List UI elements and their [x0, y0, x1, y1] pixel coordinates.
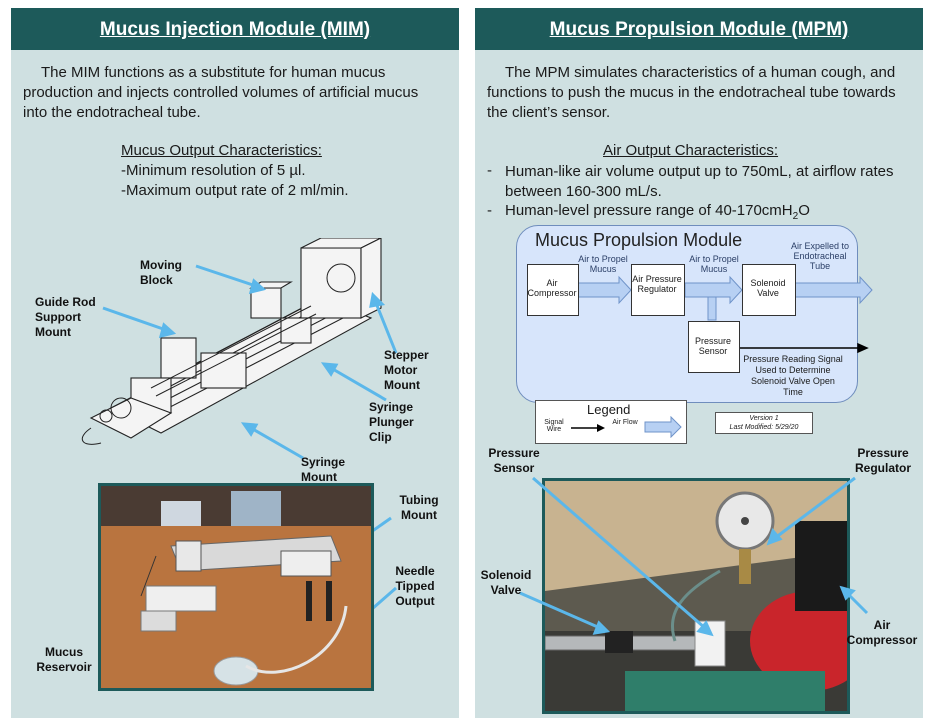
mpm-bullet-2-marker: -: [487, 202, 492, 219]
pressure-sensor-box: [688, 321, 740, 373]
version-box: Version 1 Last Modified: 5/29/20: [715, 412, 813, 434]
label-air-compressor: Air Compressor: [846, 618, 918, 647]
mpm-title: Mucus Propulsion Module (MPM): [549, 19, 849, 40]
legend-signal-wire: Signal Wire: [544, 419, 564, 433]
mim-char-title: Mucus Output Characteristics:: [121, 142, 322, 159]
label-needle-tipped-output: Needle Tipped Output: [395, 564, 435, 608]
mpm-photo-scene: [545, 481, 847, 711]
mim-photo: [98, 483, 374, 691]
mpm-intro: The MPM simulates characteristics of a h…: [487, 64, 896, 121]
label-syringe-mount: Syringe Mount: [301, 455, 346, 484]
label-solenoid-valve: Solenoid Valve: [480, 568, 532, 597]
legend-title: Legend: [587, 402, 631, 417]
last-modified-text: Last Modified: 5/29/20: [729, 424, 799, 431]
mim-char-item-2: -Maximum output rate of 2 ml/min.: [121, 182, 349, 199]
diagram-air-expelled: Air Expelled to Endotracheal Tube: [790, 241, 850, 271]
mpm-char-item-2: Human-level pressure range of 40-170cmH2…: [505, 202, 810, 222]
solenoid-valve-box: [742, 264, 796, 316]
mpm-char-item-1: Human-like air volume output up to 750mL…: [505, 163, 894, 200]
mim-photo-scene: [101, 486, 371, 688]
diagram-pressure-sensor: Pressure Sensor: [694, 336, 731, 356]
version-text: Version 1: [749, 415, 779, 422]
label-pressure-sensor: Pressure Sensor: [488, 446, 540, 475]
mpm-photo-arrows: [519, 476, 869, 637]
label-pressure-regulator: Pressure Regulator: [854, 446, 911, 475]
pressure-regulator-box: [631, 264, 685, 316]
label-mucus-reservoir: Mucus Reservoir: [36, 645, 92, 674]
mpm-panel: Mucus Propulsion Module (MPM) The MPM si…: [475, 8, 923, 718]
legend-air-flow: Air Flow: [612, 419, 638, 426]
diagram-solenoid-valve: Solenoid Valve: [750, 278, 786, 298]
label-stepper-motor-mount: Stepper Motor Mount: [384, 348, 429, 392]
mpm-bullet-1-marker: -: [487, 162, 492, 179]
legend-wire-icon: [571, 424, 605, 432]
diagram-pressure-reading: Pressure Reading Signal Used to Determin…: [743, 354, 843, 397]
mim-header: Mucus Injection Module (MIM): [11, 8, 459, 50]
pressure-subscript: 2: [792, 211, 799, 222]
pressure-unit-end: O: [798, 202, 810, 219]
label-syringe-plunger-clip: Syringe Plunger Clip: [369, 400, 414, 444]
mpm-block-diagram: [516, 225, 858, 403]
mim-char-item-1: -Minimum resolution of 5 µl.: [121, 162, 306, 179]
mim-title: Mucus Injection Module (MIM): [99, 19, 371, 40]
diagram-air-to-propel-1: Air to Propel Mucus: [578, 254, 628, 274]
label-tubing-mount: Tubing Mount: [399, 493, 439, 522]
diagram-title: Mucus Propulsion Module: [535, 230, 743, 250]
mim-panel: Mucus Injection Module (MIM) The MIM fun…: [11, 8, 459, 718]
diagram-air-to-propel-2: Air to Propel Mucus: [689, 254, 739, 274]
mpm-char-title: Air Output Characteristics:: [603, 142, 779, 159]
diagram-air-compressor: Air Compressor: [527, 278, 577, 298]
legend-airflow-icon: [644, 416, 682, 438]
mpm-header: Mucus Propulsion Module (MPM): [475, 8, 923, 50]
air-compressor-box: [527, 264, 579, 316]
label-guide-rod-support-mount: Guide Rod Support Mount: [35, 295, 96, 339]
mim-intro: The MIM functions as a substitute for hu…: [23, 64, 419, 121]
mpm-diagram-arrows: [574, 275, 873, 354]
mpm-photo: [542, 478, 850, 714]
diagram-pressure-regulator: Air Pressure Regulator: [632, 274, 682, 294]
pressure-range-text: Human-level pressure range of 40-170cmH: [505, 202, 793, 219]
label-moving-block: Moving Block: [140, 258, 182, 287]
